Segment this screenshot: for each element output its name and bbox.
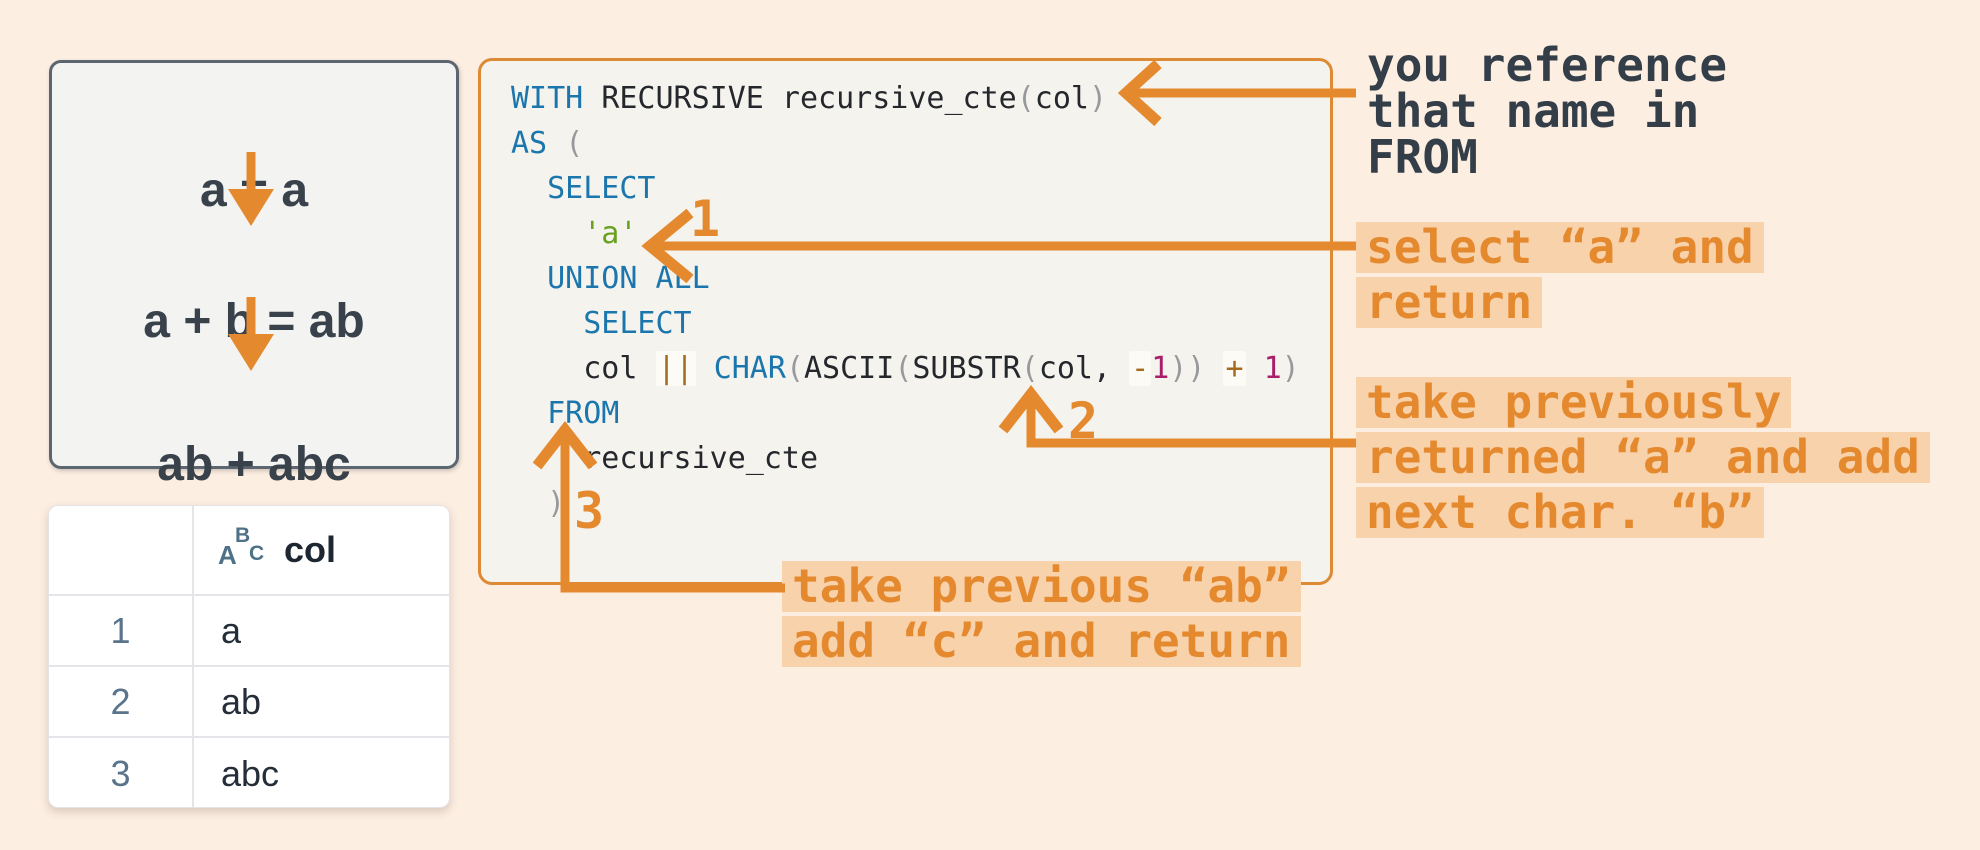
table-corner-cell — [49, 506, 194, 596]
annotation-line: next char. “b” — [1356, 487, 1764, 538]
row-index: 2 — [49, 667, 194, 738]
abc-icon-letter-c: C — [249, 542, 265, 565]
code-line: SELECT — [583, 306, 692, 341]
abc-icon-letter-a: A — [218, 540, 237, 570]
annotation-reference-from: you reference that name in FROM — [1367, 42, 1727, 180]
code-line: col || CHAR(ASCII(SUBSTR(col, -1)) + 1) — [511, 351, 1300, 386]
code-line: AS ( — [511, 126, 584, 161]
code-line: WITH RECURSIVE recursive_cte(col) — [511, 81, 1108, 116]
annotation-line: take previous “ab” — [782, 561, 1301, 612]
annotation-step-2: take previously returned “a” and add nex… — [1356, 377, 1930, 542]
abc-icon-letter-b: B — [235, 524, 251, 547]
annotation-line: returned “a” and add — [1356, 432, 1930, 483]
result-table: A B C col 1 a 2 ab 3 abc — [48, 505, 450, 808]
row-value: ab — [194, 667, 449, 738]
code-line: UNION ALL — [547, 261, 710, 296]
annotation-line: add “c” and return — [782, 616, 1301, 667]
table-header-col: A B C col — [194, 506, 449, 596]
annotation-line: return — [1356, 277, 1543, 328]
code-line: ) — [547, 486, 566, 521]
abc-type-icon: A B C — [218, 524, 270, 572]
annotation-line: take previously — [1356, 377, 1792, 428]
annotation-line: select “a” and — [1356, 222, 1764, 273]
step-number-1: 1 — [690, 190, 721, 248]
code-line: SELECT — [547, 171, 656, 206]
flow-step-1: a = a — [199, 164, 309, 217]
step-number-2: 2 — [1068, 392, 1099, 450]
flow-step-2: a + b = ab — [143, 295, 365, 348]
row-value: abc — [221, 752, 280, 794]
row-index: 1 — [49, 596, 194, 667]
code-line: recursive_cte — [511, 441, 819, 476]
code-line: 'a' — [583, 216, 638, 251]
step-number-3: 3 — [574, 482, 605, 540]
flow-step-3: ab + abc — [157, 438, 351, 491]
annotation-step-1: select “a” and return — [1356, 222, 1764, 332]
flow-box: a = a a + b = ab ab + abc — [49, 60, 459, 491]
row-value: a — [194, 596, 449, 667]
annotation-line: you reference — [1367, 38, 1728, 92]
sql-code-block: WITH RECURSIVE recursive_cte(col) AS ( SE… — [478, 58, 1333, 585]
sql-code: WITH RECURSIVE recursive_cte(col) AS ( SE… — [511, 76, 1300, 526]
annotation-line: FROM — [1367, 130, 1478, 184]
row-index: 3 — [49, 738, 194, 807]
annotation-line: that name in — [1367, 84, 1700, 138]
annotation-step-3: take previous “ab” add “c” and return — [782, 561, 1301, 671]
column-header-label: col — [284, 529, 337, 570]
code-line: FROM — [547, 396, 620, 431]
